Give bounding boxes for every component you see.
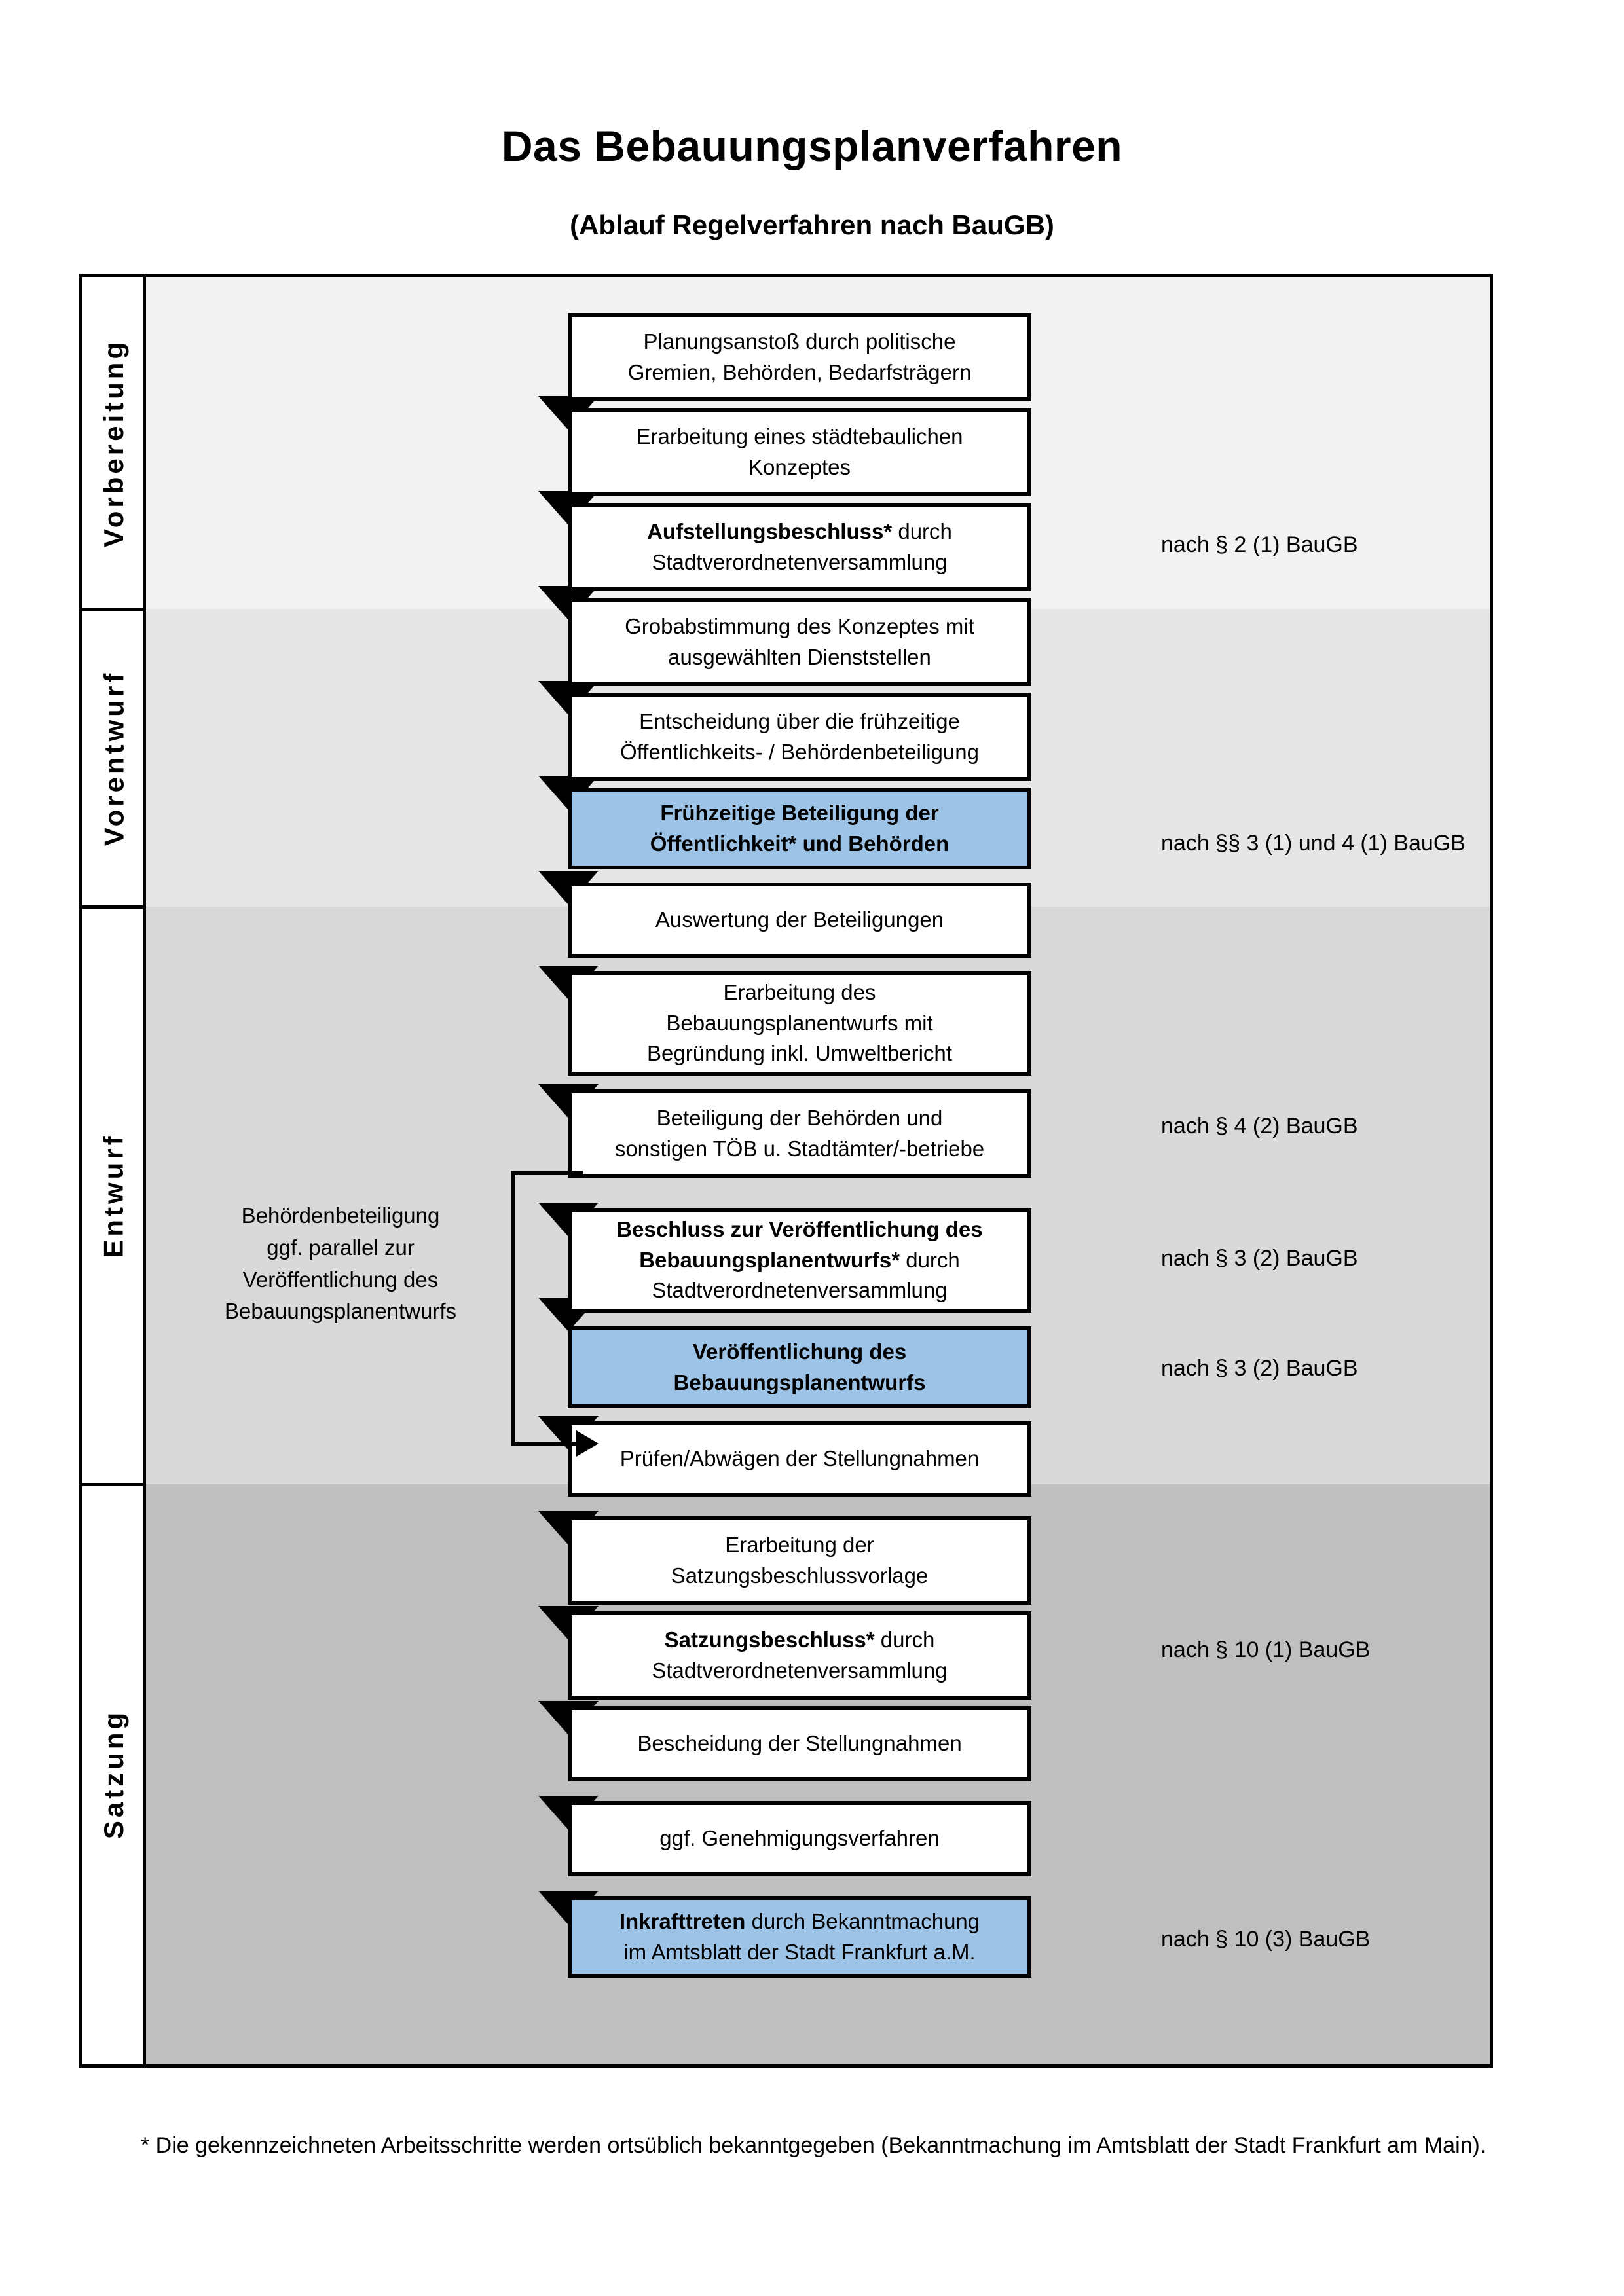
sidenote-line: Behördenbeteiligung <box>241 1203 440 1228</box>
flow-node-aufstellungsbeschluss[interactable]: Aufstellungsbeschluss* durch Stadtverord… <box>568 503 1031 591</box>
flow-node-text: Frühzeitige Beteiligung der Öffentlichke… <box>650 800 950 856</box>
bracket-connector-vertical <box>511 1171 515 1446</box>
flow-node-bescheidung[interactable]: Bescheidung der Stellungnahmen <box>568 1706 1031 1781</box>
flow-node-text: Erarbeitung der Satzungsbeschlussvorlage <box>671 1532 929 1588</box>
sidenote-line: Veröffentlichung des <box>242 1267 439 1292</box>
flow-node-text: Aufstellungsbeschluss* durch Stadtverord… <box>647 519 952 574</box>
flow-node-planungsanstoss[interactable]: Planungsanstoß durch politische Gremien,… <box>568 313 1031 401</box>
flow-node-text: Satzungsbeschluss* durch Stadtverordnete… <box>652 1627 948 1683</box>
flow-node-bold-term: Inkrafttreten <box>619 1908 746 1933</box>
page-title: Das Bebauungsplanverfahren <box>501 122 1123 170</box>
flow-node-auswertung[interactable]: Auswertung der Beteiligungen <box>568 883 1031 958</box>
phase-label-entwurf: Entwurf <box>82 907 146 1484</box>
sidenote-behoerdenbeteiligung: Behördenbeteiligung ggf. parallel zur Ve… <box>187 1200 494 1328</box>
flow-node-text: Prüfen/Abwägen der Stellungnahmen <box>619 1446 980 1471</box>
flow-node-genehmigungsverfahren[interactable]: ggf. Genehmigungsverfahren <box>568 1801 1031 1876</box>
flow-node-veroeffentlichung[interactable]: Veröffentlichung des Bebauungsplanentwur… <box>568 1326 1031 1408</box>
phase-label-satzung: Satzung <box>82 1484 146 2064</box>
legal-ref-2-1: nach § 2 (1) BauGB <box>1161 532 1358 557</box>
flow-node-erarbeitung-konzept[interactable]: Erarbeitung eines städtebaulichen Konzep… <box>568 408 1031 496</box>
flow-node-erarbeitung-satzungsvorlage[interactable]: Erarbeitung der Satzungsbeschlussvorlage <box>568 1516 1031 1605</box>
flow-node-text: Erarbeitung des Bebauungsplanentwurfs mi… <box>647 979 952 1066</box>
phase-divider <box>82 608 146 611</box>
flow-node-text: Entscheidung über die frühzeitige Öffent… <box>620 708 979 764</box>
phase-divider <box>82 1483 146 1486</box>
flow-node-bold-term: Satzungsbeschluss* <box>664 1627 875 1652</box>
flow-node-text: ggf. Genehmigungsverfahren <box>659 1826 940 1851</box>
phase-label-text: Entwurf <box>98 1133 129 1258</box>
phase-divider <box>82 905 146 909</box>
flow-node-beteiligung-behoerden[interactable]: Beteiligung der Behörden und sonstigen T… <box>568 1089 1031 1178</box>
legal-ref-10-3: nach § 10 (3) BauGB <box>1161 1927 1371 1952</box>
phase-label-text: Vorbereitung <box>98 338 130 547</box>
sidenote-line: ggf. parallel zur <box>267 1235 415 1260</box>
flow-node-inkrafttreten[interactable]: Inkrafttreten durch Bekanntmachung im Am… <box>568 1896 1031 1978</box>
phase-label-vorbereitung: Vorbereitung <box>82 277 146 609</box>
phase-label-text: Vorentwurf <box>98 670 129 846</box>
flow-node-text: Erarbeitung eines städtebaulichen Konzep… <box>636 424 963 479</box>
flow-node-text: Bescheidung der Stellungnahmen <box>637 1731 962 1756</box>
page-subtitle: (Ablauf Regelverfahren nach BauGB) <box>570 210 1054 240</box>
flow-node-entscheidung-fruehzeitige[interactable]: Entscheidung über die frühzeitige Öffent… <box>568 693 1031 781</box>
flow-node-bold-term: Aufstellungsbeschluss* <box>647 519 893 543</box>
legal-ref-3-1-4-1: nach §§ 3 (1) und 4 (1) BauGB <box>1161 831 1466 856</box>
flowchart-frame: Vorbereitung Vorentwurf Entwurf Satzung … <box>79 274 1493 2068</box>
flow-node-text: Inkrafttreten durch Bekanntmachung im Am… <box>619 1908 980 1964</box>
phase-label-vorentwurf: Vorentwurf <box>82 609 146 907</box>
flow-node-text: Veröffentlichung des Bebauungsplanentwur… <box>673 1339 926 1394</box>
bracket-connector-bottom <box>511 1442 578 1446</box>
flow-node-erarbeitung-entwurf[interactable]: Erarbeitung des Bebauungsplanentwurfs mi… <box>568 971 1031 1076</box>
flow-node-satzungsbeschluss[interactable]: Satzungsbeschluss* durch Stadtverordnete… <box>568 1611 1031 1700</box>
flow-node-text: Planungsanstoß durch politische Gremien,… <box>627 329 972 384</box>
phase-label-column: Vorbereitung Vorentwurf Entwurf Satzung <box>82 277 146 2064</box>
flow-node-text: Grobabstimmung des Konzeptes mit ausgewä… <box>625 613 974 669</box>
legal-ref-10-1: nach § 10 (1) BauGB <box>1161 1637 1371 1662</box>
legal-ref-4-2: nach § 4 (2) BauGB <box>1161 1114 1358 1139</box>
legal-ref-3-2-a: nach § 3 (2) BauGB <box>1161 1246 1358 1271</box>
flow-node-text: Auswertung der Beteiligungen <box>655 907 944 932</box>
footnote-text: * Die gekennzeichneten Arbeitsschritte w… <box>141 2133 1486 2158</box>
flow-node-pruefen-abwaegen[interactable]: Prüfen/Abwägen der Stellungnahmen <box>568 1421 1031 1497</box>
sidenote-line: Bebauungsplanentwurfs <box>224 1299 457 1324</box>
flow-node-text: Beteiligung der Behörden und sonstigen T… <box>614 1105 985 1161</box>
bracket-connector-arrowhead <box>576 1430 599 1457</box>
flow-node-grobabstimmung[interactable]: Grobabstimmung des Konzeptes mit ausgewä… <box>568 598 1031 686</box>
legal-ref-3-2-b: nach § 3 (2) BauGB <box>1161 1356 1358 1381</box>
bracket-connector-top <box>511 1171 583 1175</box>
phase-label-text: Satzung <box>98 1709 130 1840</box>
flow-node-fruehzeitige-beteiligung[interactable]: Frühzeitige Beteiligung der Öffentlichke… <box>568 788 1031 869</box>
